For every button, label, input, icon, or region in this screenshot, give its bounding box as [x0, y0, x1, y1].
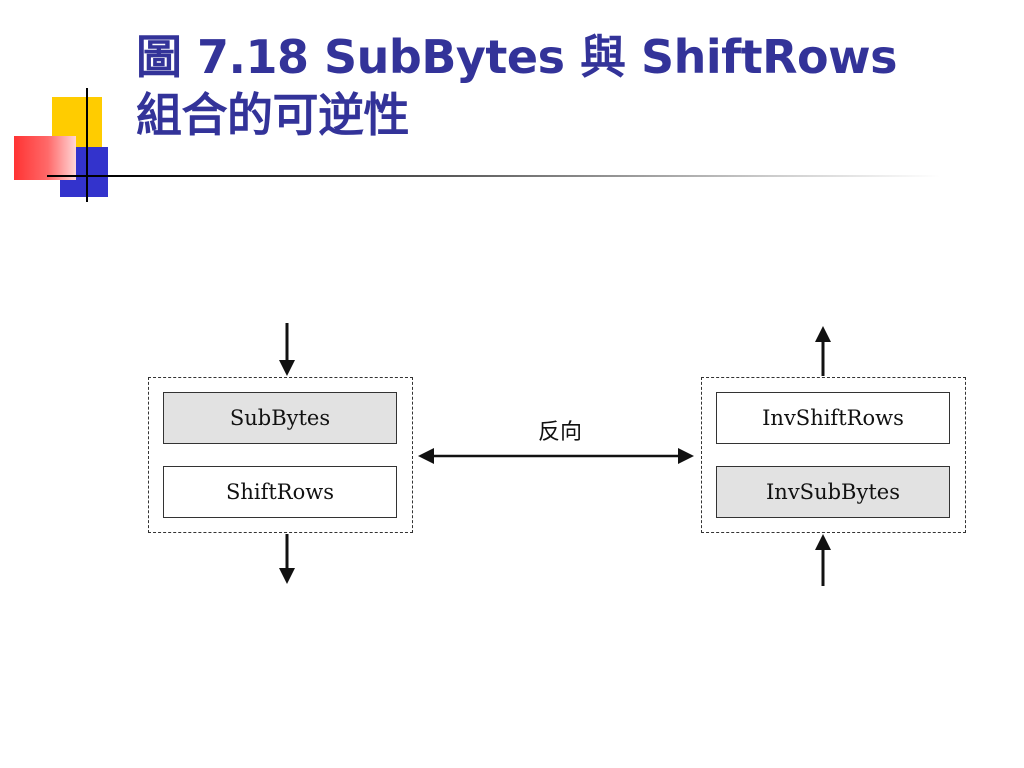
slide-decoration: [0, 0, 130, 210]
inverse-output-arrow: [815, 326, 831, 376]
shiftrows-box: ShiftRows: [163, 466, 397, 518]
invshiftrows-label: InvShiftRows: [762, 406, 904, 430]
slide-title: 圖 7.18 SubBytes 與 ShiftRows 組合的可逆性: [136, 28, 996, 144]
decoration-horizontal-line: [47, 175, 121, 177]
forward-output-arrow: [279, 534, 295, 584]
red-gradient-square-decoration: [14, 136, 76, 180]
inverse-input-arrow: [815, 534, 831, 586]
subbytes-box: SubBytes: [163, 392, 397, 444]
forward-input-arrow: [279, 323, 295, 376]
subbytes-label: SubBytes: [229, 406, 331, 430]
shiftrows-label: ShiftRows: [225, 480, 335, 504]
slide-title-line-2: 組合的可逆性: [136, 88, 410, 142]
forward-group-box: [148, 377, 413, 533]
title-underline: [100, 175, 940, 177]
decoration-vertical-line: [86, 88, 88, 202]
invsubbytes-label: InvSubBytes: [766, 480, 900, 504]
inverse-relation-label: 反向: [537, 420, 582, 445]
invshiftrows-box: InvShiftRows: [716, 392, 950, 444]
slide-title-line-1: 圖 7.18 SubBytes 與 ShiftRows: [136, 30, 898, 84]
inverse-group-box: [701, 377, 966, 533]
invsubbytes-box: InvSubBytes: [716, 466, 950, 518]
inverse-relation-arrow: [418, 448, 694, 464]
